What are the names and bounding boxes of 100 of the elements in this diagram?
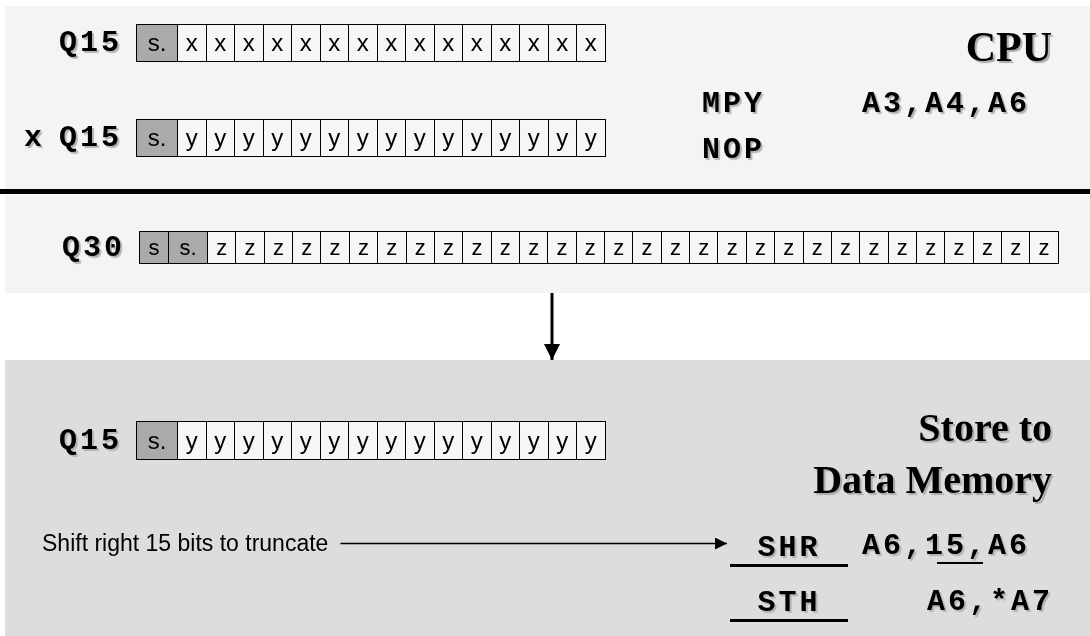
bit-cell: x: [433, 24, 463, 62]
memory-panel: [5, 360, 1090, 636]
bit-cell: x: [519, 24, 549, 62]
bit-cell: x: [291, 24, 321, 62]
bit-cell: z: [887, 231, 917, 264]
sign-bit-cell: s.: [136, 421, 178, 460]
bit-cell: x: [405, 24, 435, 62]
bit-cell: z: [717, 231, 747, 264]
bit-cell: x: [234, 24, 264, 62]
bit-cell: z: [320, 231, 350, 264]
bit-cell: z: [377, 231, 407, 264]
instruction-text: A6,15,A6: [862, 530, 1031, 562]
bit-cell: y: [490, 421, 520, 460]
register-band: [5, 196, 1090, 293]
bit-cell: y: [433, 421, 463, 460]
bit-cell: z: [207, 231, 237, 264]
sign-bit-cell: s.: [168, 231, 208, 264]
bit-cell: y: [519, 421, 549, 460]
bit-cell: y: [205, 421, 235, 460]
bit-cell: z: [263, 231, 294, 264]
bit-cell: z: [604, 231, 634, 264]
bit-cell: y: [490, 119, 520, 157]
bit-cell: z: [292, 231, 322, 264]
bit-cell: z: [944, 231, 974, 264]
bit-cell: z: [348, 231, 379, 264]
instruction-text: STH: [730, 587, 848, 622]
bit-cell: z: [405, 231, 435, 264]
bit-cell: z: [1029, 231, 1059, 264]
bit-cell: z: [972, 231, 1003, 264]
cpu-panel: [5, 6, 1090, 189]
bit-cell: y: [348, 421, 378, 460]
bit-register: [136, 24, 605, 62]
bit-cell: y: [291, 421, 321, 460]
bit-cell: y: [205, 119, 235, 157]
instruction-text: A3,A4,A6: [862, 88, 1031, 120]
bit-cell: x: [576, 24, 606, 62]
instruction-text: A6,*A7: [925, 586, 1053, 618]
format-label: Q15: [59, 424, 122, 457]
bit-cell: y: [376, 421, 406, 460]
instruction-text: MPY: [702, 88, 765, 120]
format-label: Q15: [59, 122, 122, 154]
bit-cell: y: [576, 119, 606, 157]
arrow: [339, 537, 728, 550]
bit-cell: y: [376, 119, 406, 157]
bit-cell: y: [433, 119, 463, 157]
bit-cell: y: [576, 421, 606, 460]
bit-cell: y: [234, 119, 264, 157]
bit-cell: y: [462, 421, 492, 460]
bit-register: [136, 421, 605, 460]
bit-cell: y: [405, 421, 435, 460]
bit-cell: y: [547, 421, 577, 460]
bit-cell: y: [177, 119, 207, 157]
bit-cell: y: [348, 119, 378, 157]
bit-cell: y: [519, 119, 549, 157]
format-label: Q15: [59, 27, 122, 59]
bit-cell: z: [632, 231, 662, 264]
bit-cell: x: [205, 24, 235, 62]
bit-cell: z: [575, 231, 606, 264]
operator-text: x: [23, 122, 45, 154]
panel-title: CPU: [965, 23, 1052, 72]
bit-cell: z: [916, 231, 946, 264]
bit-cell: y: [405, 119, 435, 157]
bit-cell: z: [235, 231, 265, 264]
bit-register: [139, 231, 1058, 264]
format-label: Q30: [62, 231, 125, 264]
bit-cell: x: [547, 24, 577, 62]
bit-cell: z: [745, 231, 776, 264]
bit-cell: y: [291, 119, 321, 157]
bit-cell: x: [490, 24, 520, 62]
sign-bit-cell: s: [139, 231, 169, 264]
instruction-text: NOP: [702, 134, 765, 166]
arrow: [544, 293, 560, 360]
bit-cell: y: [177, 421, 207, 460]
bit-cell: y: [547, 119, 577, 157]
bit-cell: x: [262, 24, 292, 62]
bit-cell: x: [319, 24, 349, 62]
bit-cell: x: [462, 24, 492, 62]
bit-cell: z: [689, 231, 719, 264]
sign-bit-cell: s.: [136, 119, 178, 157]
bit-cell: x: [376, 24, 406, 62]
bit-cell: z: [830, 231, 861, 264]
bit-cell: x: [348, 24, 378, 62]
bit-cell: y: [262, 119, 292, 157]
sign-bit-cell: s.: [136, 24, 178, 62]
bit-cell: y: [319, 119, 349, 157]
bit-cell: z: [490, 231, 520, 264]
bit-cell: y: [462, 119, 492, 157]
bit-cell: z: [859, 231, 889, 264]
bit-cell: z: [802, 231, 832, 264]
bit-cell: z: [774, 231, 804, 264]
bit-cell: x: [177, 24, 207, 62]
panel-title: Store to Data Memory: [813, 404, 1052, 504]
bit-cell: z: [1001, 231, 1031, 264]
bit-register: [136, 119, 605, 157]
bit-cell: z: [433, 231, 464, 264]
bit-cell: z: [547, 231, 577, 264]
annotation-text: Shift right 15 bits to truncate: [42, 530, 329, 557]
bit-cell: y: [234, 421, 264, 460]
bit-cell: y: [319, 421, 349, 460]
bit-cell: z: [518, 231, 549, 264]
